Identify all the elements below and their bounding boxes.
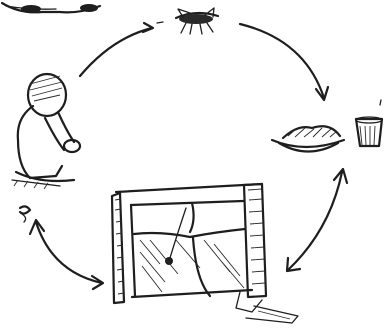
- water-well-icon: [112, 184, 298, 323]
- car-icon: [2, 3, 100, 13]
- squatting-person-icon: [12, 74, 80, 189]
- arrow-fly-to-food: [240, 24, 324, 98]
- arrow-food-well: [288, 172, 342, 270]
- feces-icon: [20, 206, 30, 222]
- fly-icon: [150, 8, 218, 34]
- food-plate-and-cup-icon: [272, 100, 382, 152]
- arrow-well-person: [36, 222, 102, 283]
- arrow-person-to-fly: [80, 28, 152, 76]
